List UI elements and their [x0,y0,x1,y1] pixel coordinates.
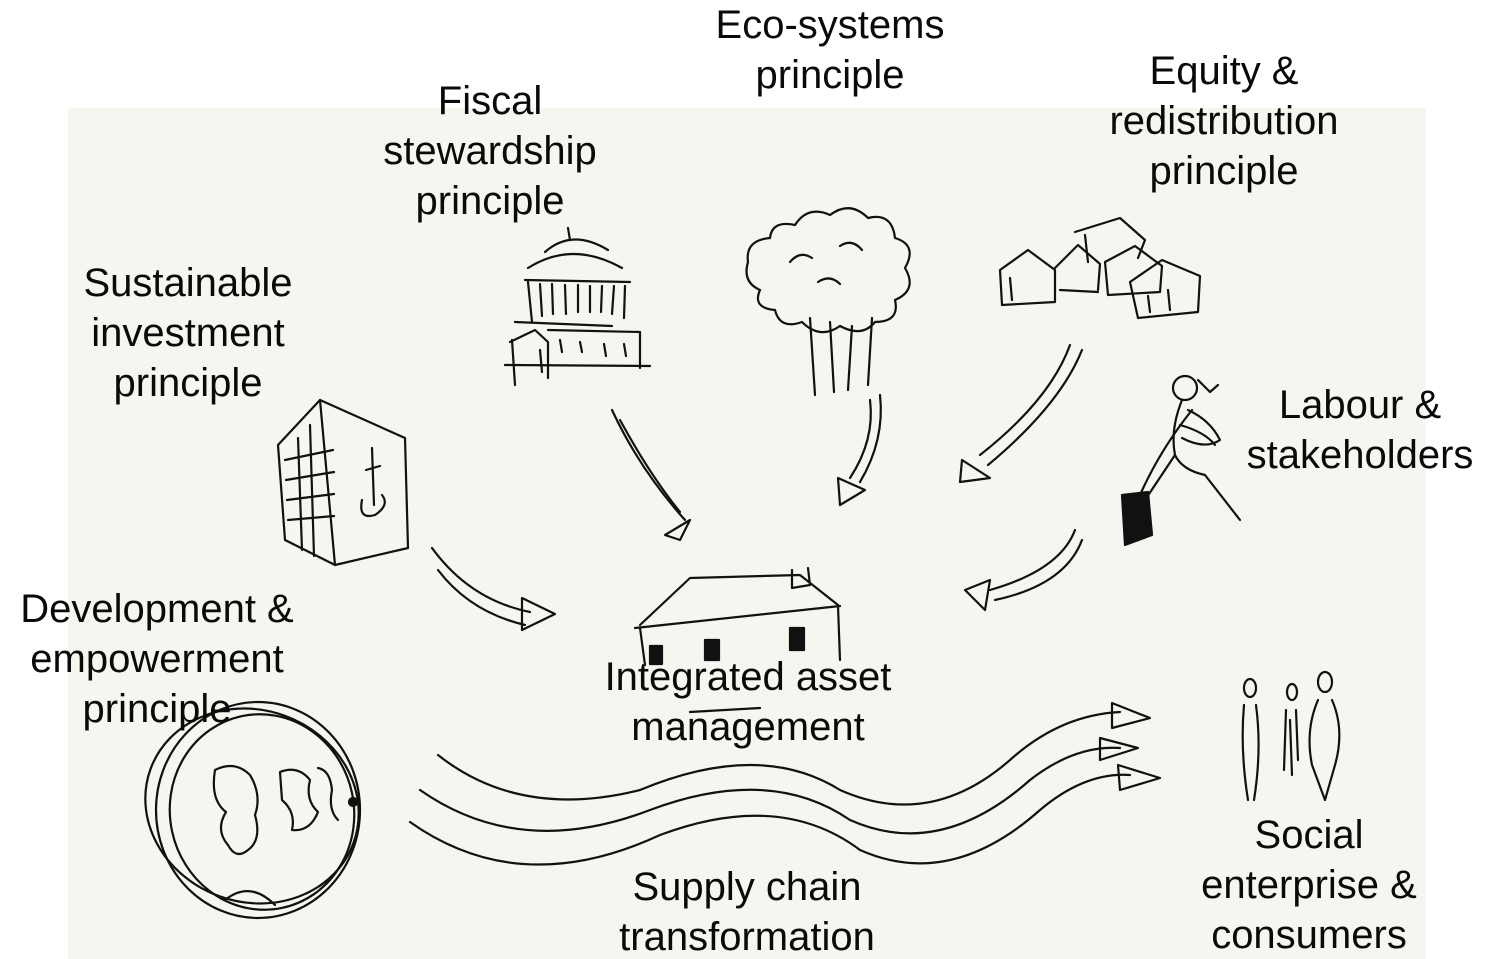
label-line: investment [91,311,285,355]
paper-background [68,108,1426,959]
label-eco: Eco-systems principle [706,0,954,100]
label-line: Development & [20,587,294,631]
center-label-line: Integrated asset [604,655,892,699]
label-line: principle [415,179,565,223]
label-line: empowerment [30,637,284,681]
label-line: principle [755,53,905,97]
label-fiscal: Fiscal stewardship principle [376,76,604,226]
supply-chain-waves [408,701,1162,866]
label-line: consumers [1211,913,1407,957]
capitol-dome-icon [503,226,652,387]
label-line: principle [113,361,263,405]
label-center: Integrated asset management [590,652,906,752]
houses-icon [998,216,1202,320]
label-line: Labour & [1278,383,1442,427]
globe-icon [144,700,362,920]
arrow-fiscal [610,408,692,542]
label-line: Supply chain [632,865,862,909]
arrow-sustainable [430,546,557,632]
label-equity: Equity & redistribution principle [1098,46,1350,196]
label-line: Sustainable [83,261,293,305]
label-labour: Labour & stakeholders [1236,380,1484,480]
arrow-labour [963,528,1084,612]
arrow-eco [836,393,882,507]
label-line: transformation [619,915,875,959]
trees-icon [745,207,911,397]
label-line: stakeholders [1246,433,1474,477]
people-icon [1241,670,1341,802]
label-line: stewardship [383,129,597,173]
label-development: Development & empowerment principle [6,584,308,734]
label-sustainable: Sustainable investment principle [74,258,302,408]
label-line: Equity & [1149,49,1299,93]
center-label-line: management [631,705,865,749]
label-social: Social enterprise & consumers [1186,810,1432,959]
label-line: Eco-systems [715,3,945,47]
arrow-equity [958,343,1084,484]
label-line: Fiscal [437,79,543,123]
label-line: principle [1149,149,1299,193]
house-icon [633,566,842,714]
label-line: enterprise & [1201,863,1417,907]
label-line: Social [1254,813,1364,857]
label-line: redistribution [1109,99,1339,143]
office-building-icon [276,398,410,567]
label-line: principle [82,687,232,731]
label-supply: Supply chain transformation [606,862,888,959]
worker-icon [1120,374,1242,547]
